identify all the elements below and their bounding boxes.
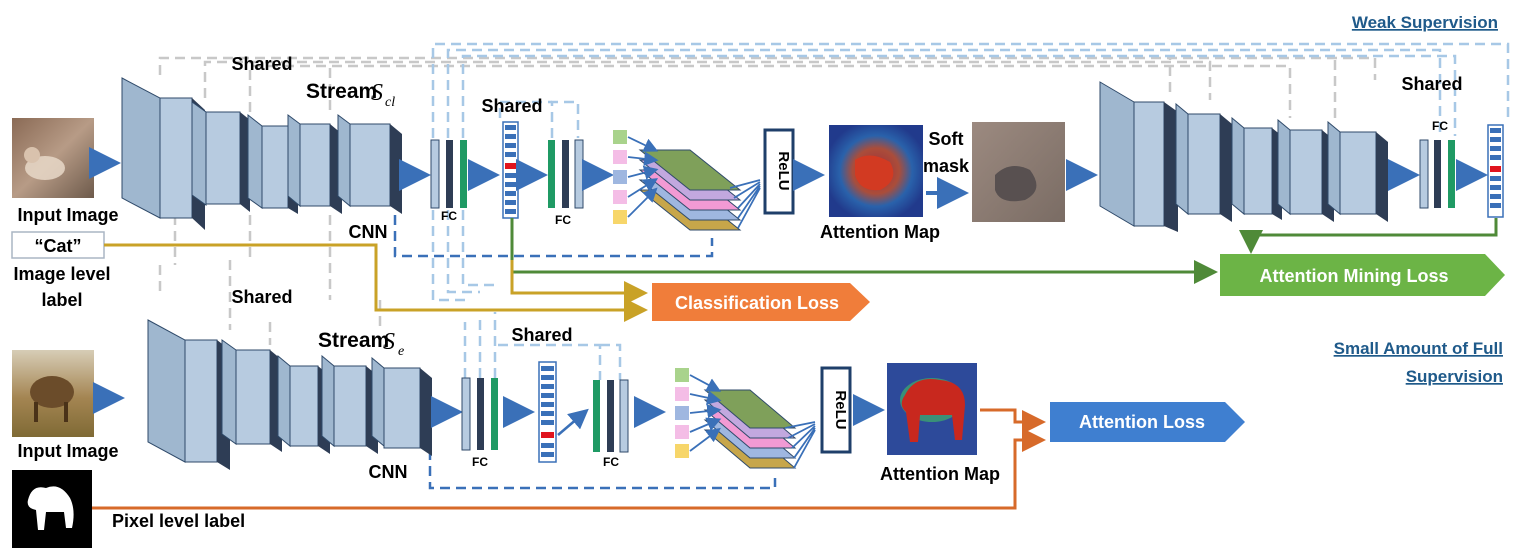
top-attention-map-image [829, 125, 923, 217]
soft-mask-label-line2: mask [923, 156, 970, 176]
pixel-label-to-loss-line [92, 428, 1046, 510]
bottom-stream-word: Stream [318, 329, 389, 352]
top-cnn-label: CNN [349, 222, 388, 242]
bottom-attention-stack [703, 389, 797, 469]
top-stream-title: Stream S cl [306, 80, 395, 110]
top-fc-block-1 [430, 139, 467, 209]
bottom-feature-vector [538, 361, 557, 463]
bottom-dashed-lines [268, 312, 777, 490]
image-level-label-line2: label [41, 290, 82, 310]
top-score-to-map-arrows [627, 136, 761, 229]
top-attention-stack [638, 149, 742, 231]
bottom-stream-subscript: e [398, 344, 404, 359]
top-fc-label-1: FC [441, 209, 457, 223]
top-input-image-label: Input Image [17, 205, 118, 225]
pixel-level-label-text: Pixel level label [112, 511, 245, 531]
soft-mask-label-line1: Soft [929, 129, 964, 149]
soft-mask-image [972, 122, 1065, 222]
map-to-attention-loss-line [980, 408, 1046, 434]
bottom-relu-label: ReLU [832, 390, 849, 429]
bottom-cnn-label: CNN [369, 462, 408, 482]
attention-loss-label: Attention Loss [1079, 412, 1205, 432]
weak-supervision-heading: Weak Supervision [1352, 13, 1498, 32]
bottom-attention-map-image [887, 363, 977, 455]
image-level-label-line1: Image level [13, 264, 110, 284]
attention-loss-box: Attention Loss [1050, 402, 1245, 442]
label-to-classification-loss-line [104, 243, 648, 322]
bottom-fc-label-2: FC [603, 455, 619, 469]
top-feature-vector [502, 121, 519, 219]
full-supervision-heading-line1: Small Amount of Full [1334, 339, 1503, 358]
mining-feature-vector [1487, 124, 1504, 218]
class-tag: “Cat” [11, 231, 105, 259]
top-stream-symbol: S [371, 80, 383, 106]
top-relu-box: ReLU [763, 128, 795, 215]
bottom-fc-label-1: FC [472, 455, 488, 469]
top-stream-word: Stream [306, 80, 377, 103]
mining-shared-label: Shared [1401, 74, 1462, 94]
bottom-class-scores [675, 368, 689, 458]
top-shared-label-1: Shared [231, 54, 292, 74]
bottom-cnn-layers [147, 319, 432, 470]
mining-loss-line [1239, 218, 1498, 254]
bottom-shared-label-2: Shared [511, 325, 572, 345]
arrow [557, 408, 589, 436]
top-attention-map-label: Attention Map [820, 222, 940, 242]
bottom-shared-label-1: Shared [231, 287, 292, 307]
class-tag-text: “Cat” [34, 236, 81, 256]
top-relu-label: ReLU [775, 151, 792, 190]
bottom-score-to-map-arrows [689, 374, 816, 469]
full-supervision-heading-line2: Supervision [1406, 367, 1503, 386]
bottom-relu-box: ReLU [820, 366, 852, 454]
mining-cnn-layers [1099, 81, 1388, 232]
bottom-stream-symbol: S [383, 329, 395, 355]
classification-loss-box: Classification Loss [652, 283, 870, 321]
top-shared-label-2: Shared [481, 96, 542, 116]
bottom-attention-map-label: Attention Map [880, 464, 1000, 484]
attention-mining-loss-label: Attention Mining Loss [1260, 266, 1449, 286]
top-input-image [12, 118, 94, 198]
bottom-input-image [12, 350, 94, 437]
classification-loss-label: Classification Loss [675, 293, 839, 313]
attention-mining-loss-box: Attention Mining Loss [1220, 254, 1505, 296]
top-fc-label-2: FC [555, 213, 571, 227]
bottom-stream-title: Stream S e [318, 329, 404, 359]
bottom-fc-block-1 [461, 377, 498, 451]
mining-fc-block [1419, 139, 1455, 209]
vector-to-classification-loss-line [510, 260, 648, 305]
top-cnn-layers [121, 77, 402, 230]
top-stream-subscript: cl [385, 95, 395, 110]
bottom-fc-block-2 [593, 379, 629, 453]
bottom-input-image-label: Input Image [17, 441, 118, 461]
top-shared-dashed-lines [158, 42, 1510, 330]
top-fc-block-2 [548, 139, 584, 209]
pixel-level-label-image [12, 470, 92, 548]
mining-fc-label: FC [1432, 119, 1448, 133]
top-class-scores [613, 130, 627, 224]
